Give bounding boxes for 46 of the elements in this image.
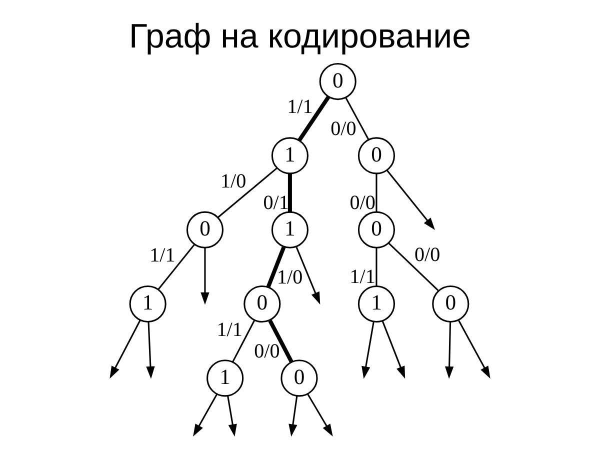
connector	[288, 174, 292, 212]
edge-label: 1/1	[150, 244, 176, 266]
edge-label: 0/0	[350, 192, 376, 214]
diagram-title: Граф на кодирование	[128, 18, 472, 56]
connector	[158, 244, 196, 290]
edge-label: 1/1	[287, 96, 313, 118]
connector	[298, 96, 330, 142]
arrow	[110, 320, 141, 379]
arrow	[288, 396, 298, 437]
node-circle: 1	[129, 285, 166, 323]
arrow	[444, 322, 454, 379]
arrow	[362, 322, 374, 379]
arrow	[146, 322, 155, 379]
node-circle: 1	[271, 211, 308, 248]
arrow	[307, 394, 333, 436]
connector	[345, 98, 370, 140]
edge-label: 0/0	[254, 340, 280, 362]
connector	[217, 168, 278, 218]
node-circle: 0	[358, 137, 396, 174]
connector	[266, 246, 286, 288]
node-circle: 0	[432, 285, 470, 323]
arrow	[200, 248, 210, 305]
node-circle: 0	[280, 360, 318, 397]
connector	[232, 320, 255, 362]
node-circle: 0	[358, 211, 396, 248]
edge-label: 1/1	[216, 318, 242, 341]
arrow	[382, 321, 406, 379]
arrow	[296, 246, 320, 305]
arrow	[193, 394, 218, 437]
connector	[388, 242, 439, 292]
connector	[268, 320, 294, 363]
arrow	[386, 170, 436, 230]
connector	[376, 248, 378, 286]
edge-label: 0/1	[263, 192, 289, 214]
node-circle: 1	[271, 137, 308, 174]
arrow	[227, 396, 237, 437]
edge-label: 0/0	[414, 244, 440, 266]
connector	[376, 174, 378, 212]
node-circle: 0	[244, 285, 281, 323]
node-circle: 1	[358, 285, 396, 323]
edge-label: 0/0	[330, 118, 356, 140]
arrow	[458, 320, 490, 379]
edge-label: 1/0	[220, 170, 246, 192]
node-circle: 0	[319, 63, 356, 100]
node-circle: 0	[186, 211, 224, 248]
node-circle: 1	[206, 360, 244, 397]
